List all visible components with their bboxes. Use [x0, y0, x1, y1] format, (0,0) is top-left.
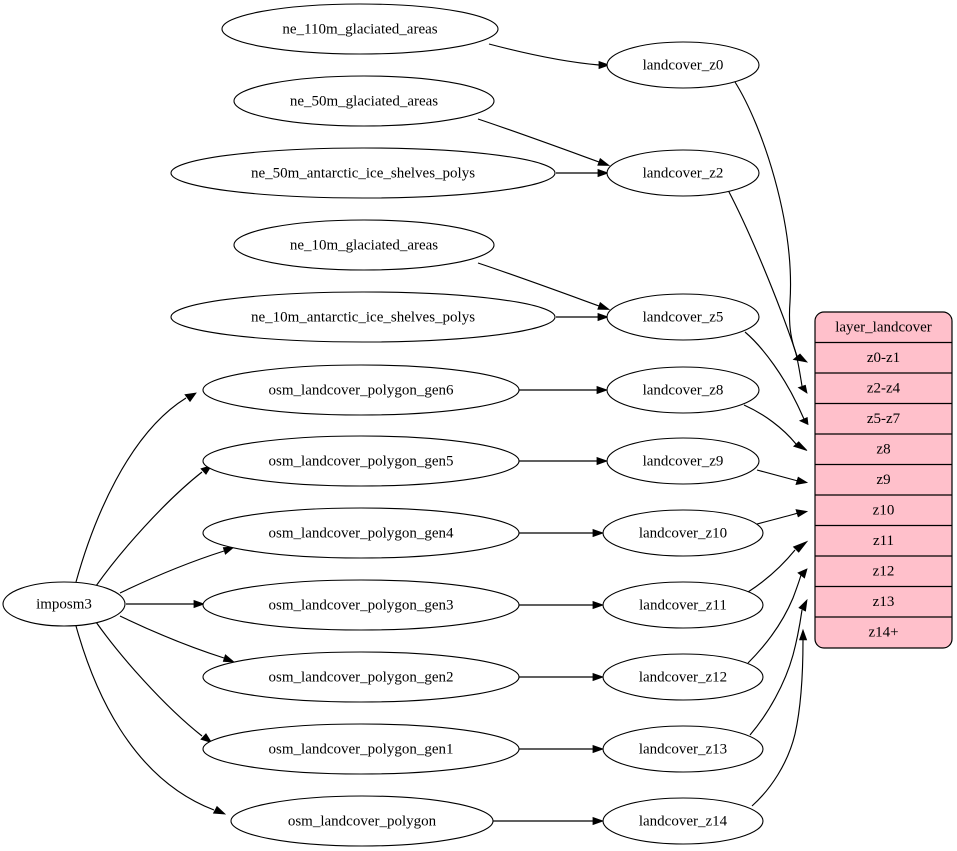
record-row-z10[interactable]: z10	[873, 502, 895, 518]
edge-gen2-to-z12	[519, 672, 605, 682]
edge-z2-to-record-z2z4	[727, 189, 808, 394]
record-row-z2-z4[interactable]: z2-z4	[867, 380, 901, 396]
record-row-z9[interactable]: z9	[876, 472, 890, 488]
node-landcover-z8[interactable]: landcover_z8	[606, 366, 760, 414]
edge-imposm3-to-gen6	[75, 392, 197, 583]
edge-z5-to-record-z5z7	[744, 331, 809, 426]
node-osm-landcover-polygon-gen6[interactable]: osm_landcover_polygon_gen6	[202, 364, 520, 416]
node-landcover-z2[interactable]: landcover_z2	[606, 149, 760, 197]
node-landcover-z14[interactable]: landcover_z14	[602, 797, 764, 845]
node-landcover-z2-label: landcover_z2	[643, 165, 724, 181]
node-landcover-z11[interactable]: landcover_z11	[602, 581, 764, 629]
node-landcover-z12-label: landcover_z12	[639, 669, 727, 685]
edge-gen3-to-z11	[519, 600, 605, 610]
record-row-z0-z1[interactable]: z0-z1	[867, 350, 900, 366]
node-ne-10m-glaciated-areas[interactable]: ne_10m_glaciated_areas	[233, 219, 495, 271]
node-osm-landcover-polygon-gen5-label: osm_landcover_polygon_gen5	[269, 453, 454, 469]
node-landcover-z5[interactable]: landcover_z5	[606, 293, 760, 341]
node-ne-10m-glaciated-areas-label: ne_10m_glaciated_areas	[290, 237, 438, 253]
node-landcover-z0-label: landcover_z0	[643, 57, 724, 73]
node-osm-landcover-polygon-gen3[interactable]: osm_landcover_polygon_gen3	[202, 579, 520, 631]
node-osm-landcover-polygon-gen6-label: osm_landcover_polygon_gen6	[269, 382, 454, 398]
node-osm-landcover-polygon-gen4-label: osm_landcover_polygon_gen4	[269, 525, 454, 541]
edge-imposm3-to-gen5	[95, 464, 213, 587]
edge-gen5-to-z9	[519, 456, 609, 466]
edge-z13-to-record-z13	[749, 598, 808, 736]
edge-gen4-to-z10	[519, 528, 605, 538]
node-osm-landcover-polygon-gen4[interactable]: osm_landcover_polygon_gen4	[202, 507, 520, 559]
edge-gen1-to-z13	[519, 744, 605, 754]
edge-ne10mant-to-z5	[556, 312, 610, 322]
node-osm-landcover-polygon-gen2[interactable]: osm_landcover_polygon_gen2	[202, 651, 520, 703]
record-row-z5-z7[interactable]: z5-z7	[867, 411, 901, 427]
record-row-z14-plus[interactable]: z14+	[868, 624, 898, 640]
node-landcover-z5-label: landcover_z5	[643, 309, 724, 325]
edge-z10-to-record-z10	[756, 509, 809, 525]
node-ne-50m-antarctic-ice-shelves-polys-label: ne_50m_antarctic_ice_shelves_polys	[251, 165, 475, 181]
layer-landcover-record-table[interactable]: layer_landcover z0-z1 z2-z4 z5-z7 z8 z9 …	[814, 311, 953, 649]
edge-z8-to-record-z8	[743, 404, 808, 451]
node-osm-landcover-polygon-label: osm_landcover_polygon	[288, 813, 437, 829]
node-landcover-z10-label: landcover_z10	[639, 525, 727, 541]
node-osm-landcover-polygon-gen5[interactable]: osm_landcover_polygon_gen5	[202, 435, 520, 487]
node-osm-landcover-polygon[interactable]: osm_landcover_polygon	[230, 795, 494, 847]
node-osm-landcover-polygon-gen3-label: osm_landcover_polygon_gen3	[269, 597, 454, 613]
node-landcover-z12[interactable]: landcover_z12	[602, 653, 764, 701]
edge-ne50mglac-to-z2	[477, 118, 611, 166]
node-landcover-z8-label: landcover_z8	[643, 382, 724, 398]
edge-imposm3-to-gen4	[119, 546, 236, 594]
node-ne-10m-antarctic-ice-shelves-polys-label: ne_10m_antarctic_ice_shelves_polys	[251, 309, 475, 325]
edge-imposm3-to-gen1	[95, 621, 213, 744]
node-ne-110m-glaciated-areas[interactable]: ne_110m_glaciated_areas	[221, 3, 499, 55]
record-row-z8[interactable]: z8	[876, 441, 890, 457]
edge-ne110m-to-z0	[488, 43, 611, 70]
record-header-label: layer_landcover	[835, 319, 932, 335]
node-ne-50m-glaciated-areas[interactable]: ne_50m_glaciated_areas	[233, 75, 495, 127]
edge-z14-to-record-z14plus	[751, 628, 808, 807]
record-row-z13[interactable]: z13	[873, 594, 895, 610]
node-imposm3-label: imposm3	[36, 596, 92, 612]
edge-gen6-to-z8	[519, 385, 609, 395]
edges-layer	[75, 43, 809, 826]
edge-imposm3-to-gen2	[119, 615, 236, 663]
node-ne-10m-antarctic-ice-shelves-polys[interactable]: ne_10m_antarctic_ice_shelves_polys	[170, 291, 556, 343]
node-landcover-z13[interactable]: landcover_z13	[602, 725, 764, 773]
node-osm-landcover-polygon-gen1-label: osm_landcover_polygon_gen1	[269, 741, 454, 757]
node-osm-landcover-polygon-gen1[interactable]: osm_landcover_polygon_gen1	[202, 723, 520, 775]
node-ne-110m-glaciated-areas-label: ne_110m_glaciated_areas	[282, 21, 437, 37]
edge-z9-to-record-z9	[756, 469, 809, 486]
record-row-z12[interactable]: z12	[873, 563, 895, 579]
node-ne-50m-glaciated-areas-label: ne_50m_glaciated_areas	[290, 93, 438, 109]
node-landcover-z14-label: landcover_z14	[639, 813, 728, 829]
edge-z12-to-record-z12	[747, 568, 808, 664]
node-osm-landcover-polygon-gen2-label: osm_landcover_polygon_gen2	[269, 669, 454, 685]
node-ne-50m-antarctic-ice-shelves-polys[interactable]: ne_50m_antarctic_ice_shelves_polys	[170, 147, 556, 199]
edge-z11-to-record-z11	[747, 540, 809, 593]
node-imposm3[interactable]: imposm3	[2, 581, 126, 627]
node-landcover-z13-label: landcover_z13	[639, 741, 727, 757]
node-landcover-z11-label: landcover_z11	[639, 597, 727, 613]
node-landcover-z9[interactable]: landcover_z9	[606, 437, 760, 485]
edge-imposm3-to-osmlandcover	[75, 625, 227, 815]
edge-osmlandcover-to-z14	[493, 816, 605, 826]
node-landcover-z0[interactable]: landcover_z0	[606, 41, 760, 89]
node-landcover-z9-label: landcover_z9	[643, 453, 724, 469]
edge-ne50mant-to-z2	[556, 168, 610, 178]
edge-ne10mglac-to-z5	[477, 262, 611, 310]
record-row-z11[interactable]: z11	[873, 533, 894, 549]
node-landcover-z10[interactable]: landcover_z10	[602, 509, 764, 557]
edge-imposm3-to-gen3	[126, 599, 206, 609]
